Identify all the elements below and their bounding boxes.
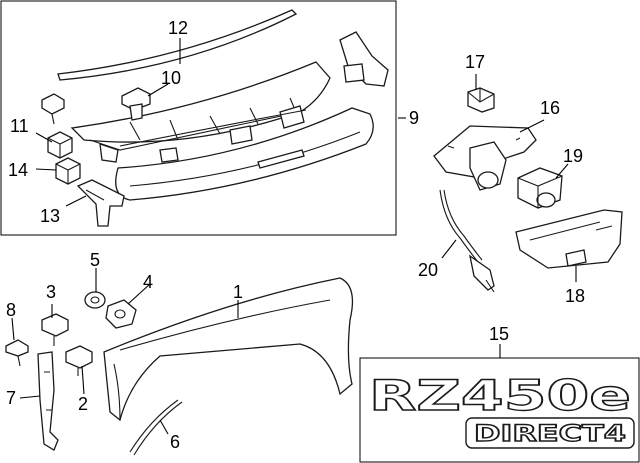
nut-part-14: [55, 157, 81, 185]
camera-bracket-part-16: [433, 125, 537, 191]
cable-part-20: [439, 189, 495, 293]
callout-17: 17: [465, 52, 485, 72]
model-emblem: RZ450e: [369, 371, 631, 420]
callout-1: 1: [233, 282, 243, 302]
callout-11: 11: [10, 116, 29, 136]
callout-18: 18: [565, 286, 585, 306]
callout-2: 2: [78, 394, 88, 414]
callout-10: 10: [161, 68, 181, 88]
spoiler-strip-part: [57, 9, 298, 81]
callout-3: 3: [46, 282, 56, 302]
callout-numbers: 1 2 3 4 5 6 7 8 9 10 11 12 13 14 15 16 1…: [6, 18, 585, 452]
callout-14: 14: [8, 160, 28, 180]
clip-part-10: [121, 87, 151, 121]
washer-part-5: [84, 291, 106, 309]
lamp-bracket-part-18: [515, 209, 623, 269]
nut-part-4: [105, 299, 137, 329]
clip-part-2: [65, 345, 93, 376]
upper-garnish-part: [70, 61, 331, 163]
grade-emblem: DIRECT4: [474, 422, 626, 447]
bracket-part-13: [76, 179, 125, 227]
camera-part-19: [517, 167, 563, 209]
bracket-part-7: [37, 351, 59, 451]
callout-12: 12: [168, 18, 188, 38]
fastener-part-a: [41, 93, 65, 125]
upper-assembly-box: [0, 0, 397, 236]
callout-5: 5: [90, 250, 100, 270]
clip-part-17: [467, 87, 495, 113]
callout-8: 8: [6, 300, 16, 320]
lower-garnish-part: [115, 107, 374, 201]
callout-7: 7: [6, 388, 16, 408]
callout-15: 15: [489, 324, 509, 344]
callout-16: 16: [540, 98, 560, 118]
callout-13: 13: [40, 206, 60, 226]
leader-lines: [11, 38, 577, 435]
grade-emblem-frame: [465, 417, 635, 449]
side-bracket-part: [339, 31, 389, 87]
tailgate-garnish-part-1: [103, 277, 354, 422]
clip-part-3: [41, 313, 69, 346]
screw-part-8: [5, 339, 29, 367]
weatherstrip-part-6: [129, 399, 183, 456]
callout-6: 6: [170, 432, 180, 452]
callout-19: 19: [563, 146, 583, 166]
callout-9: 9: [409, 108, 419, 128]
callout-4: 4: [143, 272, 153, 292]
nut-part-11: [47, 131, 73, 159]
callout-20: 20: [418, 260, 438, 280]
